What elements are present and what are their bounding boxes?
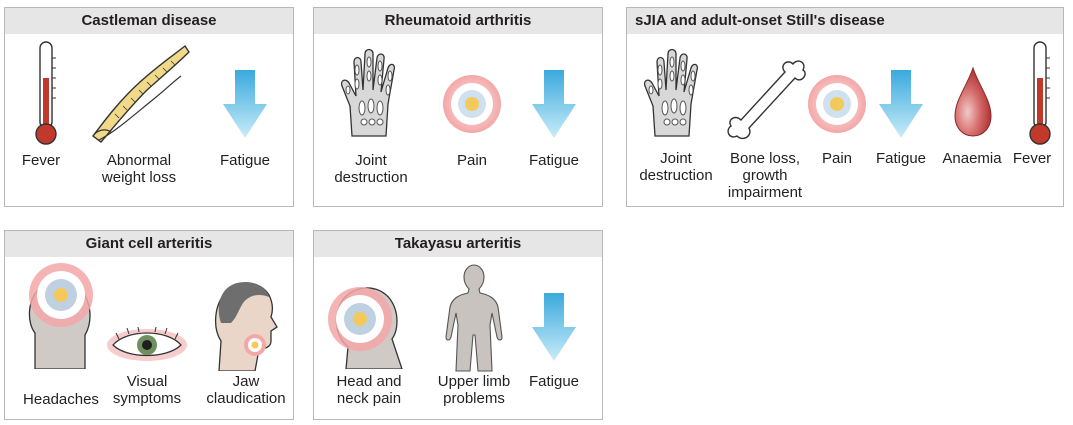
head-neck-pain-icon (326, 277, 410, 369)
gca-panel: Giant cell arteritis Headaches Visual sy… (4, 230, 294, 420)
bone-icon (723, 50, 807, 146)
hand-bones-icon (338, 46, 408, 141)
eye-icon (105, 327, 189, 363)
panel-title: sJIA and adult-onset Still's disease (627, 8, 1063, 34)
panel-title: Castleman disease (5, 8, 293, 34)
hand-bones-icon (641, 46, 711, 141)
blood-drop-icon (953, 66, 993, 138)
panel-title: Takayasu arteritis (314, 231, 602, 257)
sjia-panel: sJIA and adult-onset Still's disease Joi… (626, 7, 1064, 207)
fatigue-arrow-icon (879, 70, 923, 140)
anaemia-label: Anaemia (942, 150, 1002, 167)
head-profile-icon (209, 275, 279, 371)
fatigue-label: Fatigue (219, 152, 271, 169)
thermometer-icon (23, 38, 63, 148)
fatigue-label: Fatigue (875, 150, 927, 167)
head-pain-icon (21, 261, 101, 369)
panel-title: Rheumatoid arthritis (314, 8, 602, 34)
thermometer-icon (1017, 38, 1057, 148)
fatigue-arrow-icon (223, 70, 267, 140)
upper-limb-label: Upper limb problems (437, 373, 511, 407)
pain-target-icon (442, 74, 502, 134)
weight-loss-label: Abnormal weight loss (101, 152, 177, 186)
fatigue-arrow-icon (532, 293, 576, 363)
body-icon (434, 263, 514, 373)
fatigue-label: Fatigue (528, 373, 580, 390)
joint-destruction-label: Joint destruction (334, 152, 408, 186)
bone-loss-label: Bone loss, growth impairment (727, 150, 803, 201)
headaches-label: Headaches (23, 391, 99, 408)
visual-symptoms-label: Visual symptoms (112, 373, 182, 407)
castleman-panel: Castleman disease Fever Abnormal we (4, 7, 294, 207)
tape-measure-icon (85, 40, 195, 148)
fever-label: Fever (21, 152, 61, 169)
takayasu-panel: Takayasu arteritis Head and neck pain Up… (313, 230, 603, 420)
pain-label: Pain (821, 150, 853, 167)
jaw-claudication-label: Jaw claudication (206, 373, 286, 407)
panel-title: Giant cell arteritis (5, 231, 293, 257)
pain-label: Pain (456, 152, 488, 169)
ra-panel: Rheumatoid arthritis Joint destruction P… (313, 7, 603, 207)
head-neck-pain-label: Head and neck pain (336, 373, 402, 407)
joint-destruction-label: Joint destruction (639, 150, 713, 184)
fatigue-arrow-icon (532, 70, 576, 140)
fatigue-label: Fatigue (528, 152, 580, 169)
fever-label: Fever (1012, 150, 1052, 167)
pain-target-icon (807, 74, 867, 134)
